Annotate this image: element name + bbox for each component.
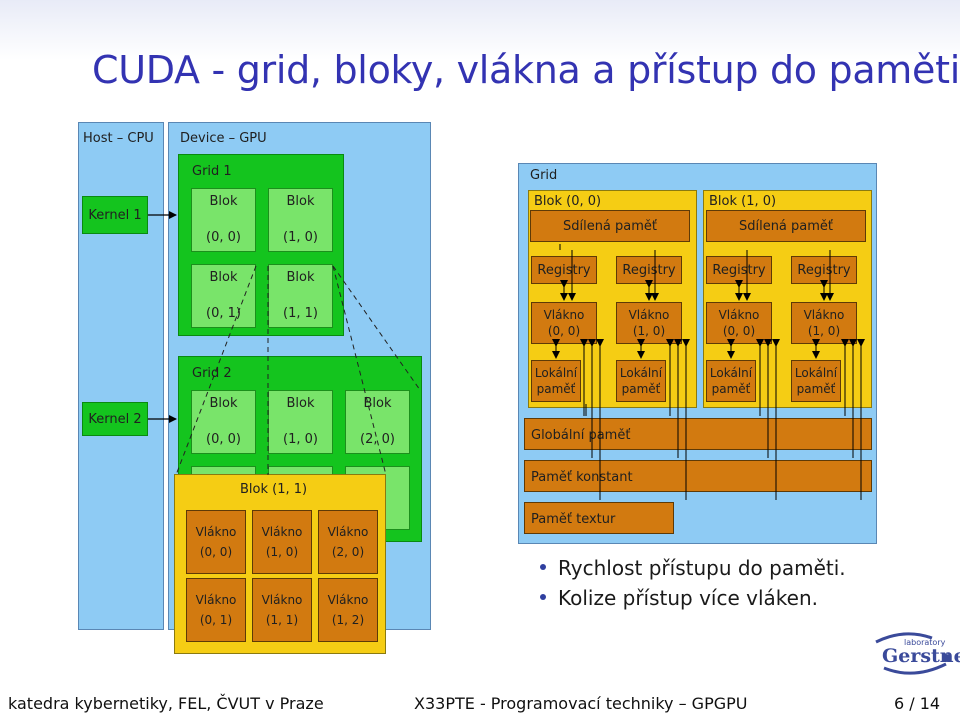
thread: Vlákno(1, 2) bbox=[318, 578, 378, 642]
grid2-block: Blok(1, 0) bbox=[268, 390, 333, 454]
texture-memory: Paměť textur bbox=[524, 502, 674, 534]
thread: Vlákno(0, 0) bbox=[706, 302, 772, 344]
thread: Vlákno(1, 0) bbox=[252, 510, 312, 574]
page-title: CUDA - grid, bloky, vlákna a přístup do … bbox=[92, 48, 960, 92]
footer-center: X33PTE - Programovací techniky – GPGPU bbox=[414, 694, 748, 713]
kernel-1: Kernel 1 bbox=[82, 196, 148, 234]
grid2-block: Blok(0, 0) bbox=[191, 390, 256, 454]
grid-2-label: Grid 2 bbox=[192, 366, 232, 381]
registers: Registry bbox=[791, 256, 857, 284]
memory-block-label: Blok (1, 0) bbox=[709, 194, 777, 209]
thread: Vlákno(1, 0) bbox=[616, 302, 682, 344]
footer: katedra kybernetiky, FEL, ČVUT v Praze X… bbox=[0, 688, 960, 718]
gerstner-logo-icon bbox=[875, 632, 950, 675]
logo-small-text: laboratory bbox=[904, 638, 946, 647]
thread: Vlákno(0, 0) bbox=[531, 302, 597, 344]
grid1-block: Blok(1, 0) bbox=[268, 188, 333, 252]
shared-memory: Sdílená paměť bbox=[706, 210, 866, 242]
memory-grid-label: Grid bbox=[530, 168, 558, 183]
bullet-item: Rychlost přístupu do paměti. bbox=[540, 556, 846, 580]
bullet-icon bbox=[540, 563, 546, 570]
host-cpu-label: Host – CPU bbox=[83, 131, 154, 146]
thread: Vlákno(0, 1) bbox=[186, 578, 246, 642]
kernel-2: Kernel 2 bbox=[82, 402, 148, 436]
bullet-icon bbox=[540, 593, 546, 600]
constant-memory: Paměť konstant bbox=[524, 460, 872, 492]
thread: Vlákno(0, 0) bbox=[186, 510, 246, 574]
grid1-block: Blok(0, 0) bbox=[191, 188, 256, 252]
shared-memory: Sdílená paměť bbox=[530, 210, 690, 242]
device-gpu-label: Device – GPU bbox=[180, 131, 267, 146]
bullet-item: Kolize přístup více vláken. bbox=[540, 586, 818, 610]
footer-left: katedra kybernetiky, FEL, ČVUT v Praze bbox=[8, 694, 324, 713]
thread: Vlákno(2, 0) bbox=[318, 510, 378, 574]
grid-1-label: Grid 1 bbox=[192, 164, 232, 179]
grid1-block: Blok(0, 1) bbox=[191, 264, 256, 328]
block-detail-label: Blok (1, 1) bbox=[240, 482, 308, 497]
global-memory: Globální paměť bbox=[524, 418, 872, 450]
registers: Registry bbox=[531, 256, 597, 284]
memory-block-label: Blok (0, 0) bbox=[534, 194, 602, 209]
logo-text: Gerstner bbox=[882, 645, 960, 667]
thread: Vlákno(1, 1) bbox=[252, 578, 312, 642]
footer-page: 6 / 14 bbox=[894, 694, 941, 713]
thread: Vlákno(1, 0) bbox=[791, 302, 857, 344]
